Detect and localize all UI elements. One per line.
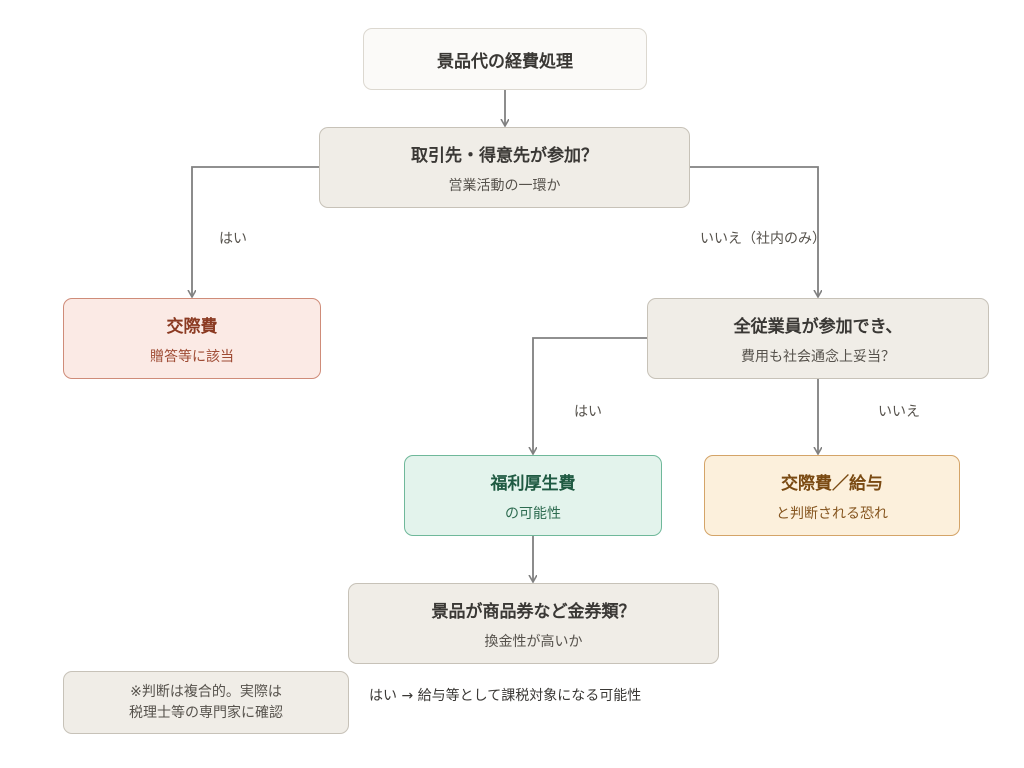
question3-sub: 換金性が高いか [484, 633, 583, 650]
edge-label-q2-no: いいえ [878, 404, 920, 420]
edge-label-q2-yes: はい [574, 404, 602, 420]
salary-sub: と判断される恐れ [776, 505, 888, 522]
question1-main: 取引先・得意先が参加？ [411, 145, 598, 166]
entertainment-sub: 贈答等に該当 [150, 348, 234, 365]
disclaimer-line1: ※判断は複合的。実際は [130, 683, 282, 700]
result-note-taxable: はい → 給与等として課税対象になる可能性 [369, 688, 642, 704]
arrow-q1-no [690, 166, 818, 296]
entertainment-main: 交際費 [166, 316, 218, 337]
title-text: 景品代の経費処理 [437, 51, 573, 72]
welfare-sub: の可能性 [505, 505, 561, 522]
salary-main: 交際費／給与 [781, 473, 883, 494]
result-entertainment-expense: 交際費 贈答等に該当 [63, 298, 321, 379]
question3-main: 景品が商品券など金券類？ [431, 601, 636, 622]
title-node: 景品代の経費処理 [363, 28, 647, 90]
edge-label-q1-yes: はい [219, 231, 247, 247]
question2-main: 全従業員が参加でき、 [733, 316, 903, 337]
arrow-q2-yes [533, 337, 647, 453]
question2-sub: 費用も社会通念上妥当？ [741, 348, 895, 365]
question1-sub: 営業活動の一環か [448, 177, 561, 194]
disclaimer-line2: 税理士等の専門家に確認 [129, 704, 283, 721]
disclaimer-note: ※判断は複合的。実際は 税理士等の専門家に確認 [63, 671, 349, 734]
question-client-participation: 取引先・得意先が参加？ 営業活動の一環か [319, 127, 690, 208]
result-welfare-expense: 福利厚生費 の可能性 [404, 455, 662, 536]
question-gift-vouchers: 景品が商品券など金券類？ 換金性が高いか [348, 583, 719, 664]
welfare-main: 福利厚生費 [490, 473, 576, 494]
question-all-employees: 全従業員が参加でき、 費用も社会通念上妥当？ [647, 298, 989, 379]
edge-label-q1-no: いいえ（社内のみ） [700, 231, 826, 247]
arrow-q1-yes [192, 166, 319, 296]
result-entertainment-or-salary: 交際費／給与 と判断される恐れ [704, 455, 960, 536]
